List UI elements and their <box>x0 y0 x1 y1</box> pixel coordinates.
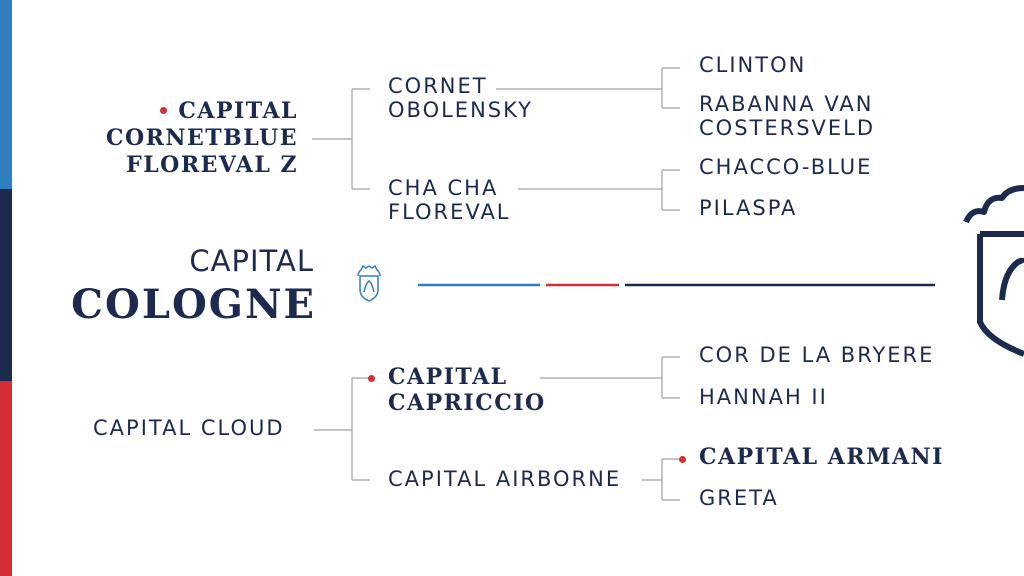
connector-dam-sire <box>540 356 680 399</box>
connector-sire <box>312 88 370 190</box>
sire-line3: FLOREVAL Z <box>126 152 298 178</box>
sire-line2: CORNETBLUE <box>105 125 298 151</box>
marker-dot-icon <box>160 107 167 114</box>
subject-name-line2: COLOGNE <box>71 281 316 328</box>
marker-dot-icon <box>368 375 375 382</box>
sire-dam-name: CHA CHA FLOREVAL <box>388 176 511 224</box>
g3-sd-dam: PILASPA <box>699 196 798 220</box>
sire-sire-name: CORNET OBOLENSKY <box>388 74 533 122</box>
stripe-red <box>0 381 12 576</box>
g3-ds-dam: HANNAH II <box>699 385 828 409</box>
g3-ss-dam: RABANNA VAN COSTERSVELD <box>699 92 875 140</box>
connector-sire-sire <box>496 67 680 109</box>
g3-ds-sire: COR DE LA BRYERE <box>699 343 935 367</box>
sire-name: CAPITAL CORNETBLUE FLOREVAL Z <box>106 98 298 179</box>
marker-dot-icon <box>679 456 686 463</box>
crest-icon <box>357 264 381 302</box>
dam-name: CAPITAL CLOUD <box>93 416 285 440</box>
sire-dam-line2: FLOREVAL <box>388 200 511 224</box>
sire-line1: CAPITAL <box>178 98 298 124</box>
dam-sire-line1: CAPITAL <box>388 364 508 390</box>
stripe-navy <box>0 189 12 381</box>
g3-ss-dam-line1: RABANNA VAN <box>699 92 874 116</box>
dam-sire-line2: CAPRICCIO <box>388 390 546 416</box>
g3-dd-dam: GRETA <box>699 486 779 510</box>
dam-sire-name: CAPITAL CAPRICCIO <box>388 364 546 416</box>
crest-logo-icon <box>963 185 1024 357</box>
stripe-blue <box>0 0 12 189</box>
dam-dam-name: CAPITAL AIRBORNE <box>388 467 622 491</box>
subject-name-line1: CAPITAL <box>189 244 314 278</box>
connector-dam-dam <box>642 458 680 501</box>
g3-dd-sire: CAPITAL ARMANI <box>699 444 944 470</box>
sire-sire-line2: OBOLENSKY <box>388 98 533 122</box>
connector-dam <box>314 377 370 481</box>
g3-ss-sire: CLINTON <box>699 53 807 77</box>
sire-sire-line1: CORNET <box>388 74 488 98</box>
connector-sire-dam <box>518 169 680 211</box>
sire-dam-line1: CHA CHA <box>388 176 499 200</box>
g3-ss-dam-line2: COSTERSVELD <box>699 116 876 140</box>
g3-sd-sire: CHACCO-BLUE <box>699 155 873 179</box>
